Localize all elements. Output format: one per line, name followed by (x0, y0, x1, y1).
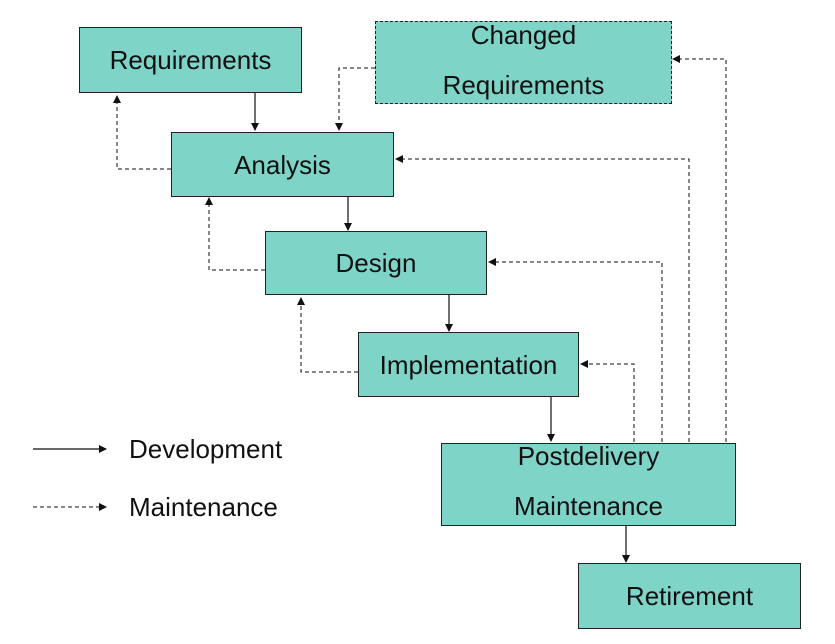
node-retirement-label: Retirement (625, 581, 754, 611)
maint-arrow-design-analysis (205, 197, 265, 271)
node-requirements-label: Requirements (109, 45, 272, 75)
node-implementation: Implementation (358, 332, 579, 397)
node-postdelivery-maintenance: Postdelivery Maintenance (441, 441, 736, 526)
node-changed-requirements-line-2: Requirements (442, 69, 605, 100)
legend-maintenance-label: Maintenance (129, 492, 278, 522)
node-design-label: Design (335, 248, 417, 278)
maint-arrow-analysis-requirements (113, 95, 171, 170)
node-changed-requirements-line-1: Changed (470, 19, 577, 50)
node-postdelivery-line-1: Postdelivery (517, 440, 660, 471)
node-design: Design (265, 231, 487, 295)
node-requirements: Requirements (79, 27, 302, 93)
legend-development-label: Development (129, 434, 283, 464)
node-postdelivery-line-2: Maintenance (514, 490, 663, 521)
maint-arrow-postdelivery-changed (672, 55, 727, 442)
maint-arrow-implementation-design (297, 297, 358, 373)
node-analysis: Analysis (171, 132, 394, 197)
maint-arrow-postdelivery-design (488, 258, 663, 442)
node-analysis-label: Analysis (234, 149, 331, 180)
maint-arrow-postdelivery-implementation (580, 360, 635, 442)
maint-arrow-changed-analysis (335, 67, 375, 131)
node-changed-requirements: Changed Requirements (375, 20, 672, 104)
maint-arrow-postdelivery-analysis (395, 155, 690, 442)
node-implementation-label: Implementation (379, 349, 558, 380)
node-retirement: Retirement (578, 563, 801, 629)
